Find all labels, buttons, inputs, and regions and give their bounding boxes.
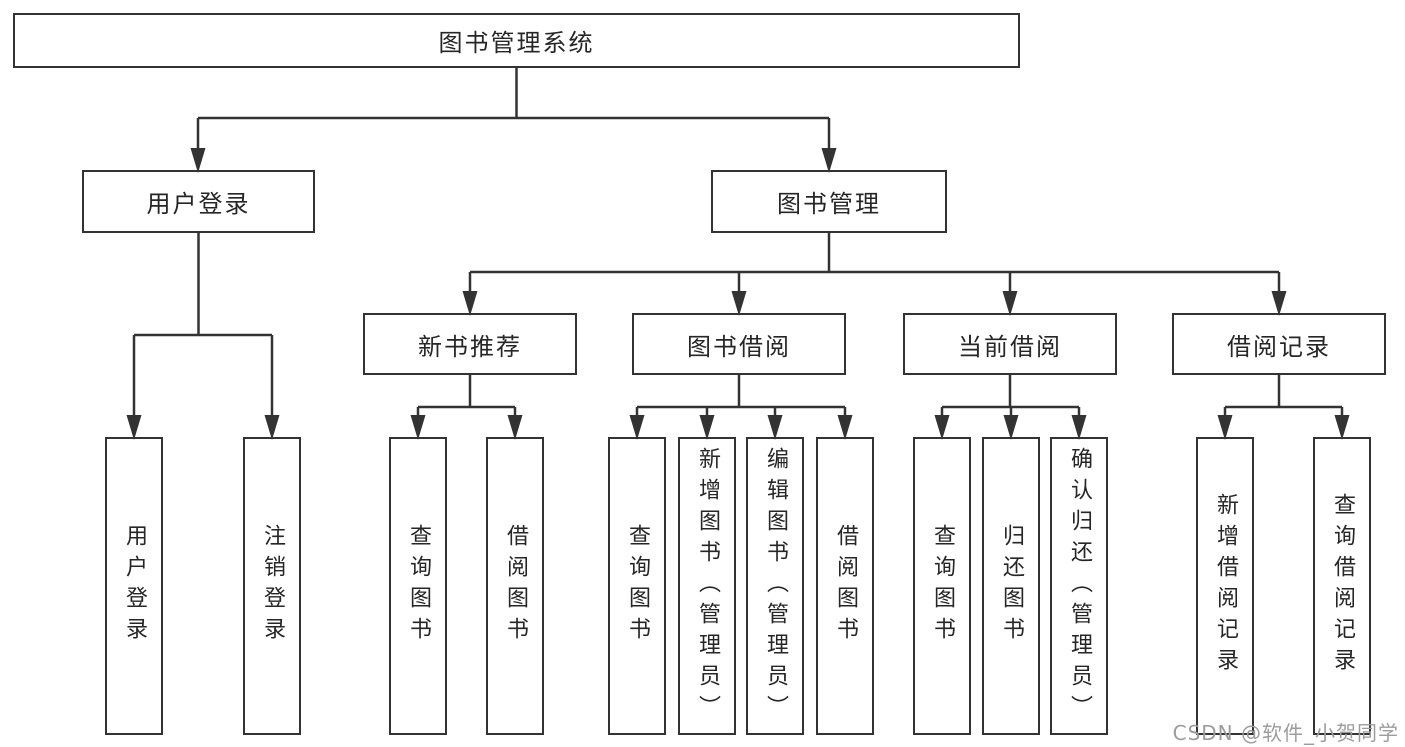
leaf-confirm-return-admin: 确认归还（管理员） bbox=[1050, 437, 1108, 735]
leaf-edit-book-admin: 编辑图书（管理员） bbox=[746, 437, 804, 735]
node-book-borrow: 图书借阅 bbox=[632, 313, 846, 375]
leaf-query-books-current: 查询图书 bbox=[913, 437, 971, 735]
leaf-add-book-admin: 新增图书（管理员） bbox=[678, 437, 736, 735]
leaf-return-books: 归还图书 bbox=[982, 437, 1040, 735]
watermark: CSDN @软件_小贺同学 bbox=[1172, 721, 1399, 745]
node-new-book-recommend: 新书推荐 bbox=[363, 313, 577, 375]
leaf-borrow-books-borrow: 借阅图书 bbox=[816, 437, 874, 735]
leaf-query-borrow-record: 查询借阅记录 bbox=[1313, 437, 1371, 735]
leaf-query-books-recommend: 查询图书 bbox=[389, 437, 447, 735]
node-borrow-records: 借阅记录 bbox=[1172, 313, 1386, 375]
leaf-user-login: 用户登录 bbox=[105, 437, 163, 735]
node-library-system: 图书管理系统 bbox=[13, 13, 1020, 68]
node-user-login: 用户登录 bbox=[82, 170, 315, 233]
leaf-logout: 注销登录 bbox=[243, 437, 301, 735]
leaf-query-books-borrow: 查询图书 bbox=[608, 437, 666, 735]
node-book-management: 图书管理 bbox=[711, 170, 947, 233]
leaf-borrow-books-recommend: 借阅图书 bbox=[486, 437, 544, 735]
node-current-borrow: 当前借阅 bbox=[903, 313, 1117, 375]
leaf-add-borrow-record: 新增借阅记录 bbox=[1196, 437, 1254, 735]
